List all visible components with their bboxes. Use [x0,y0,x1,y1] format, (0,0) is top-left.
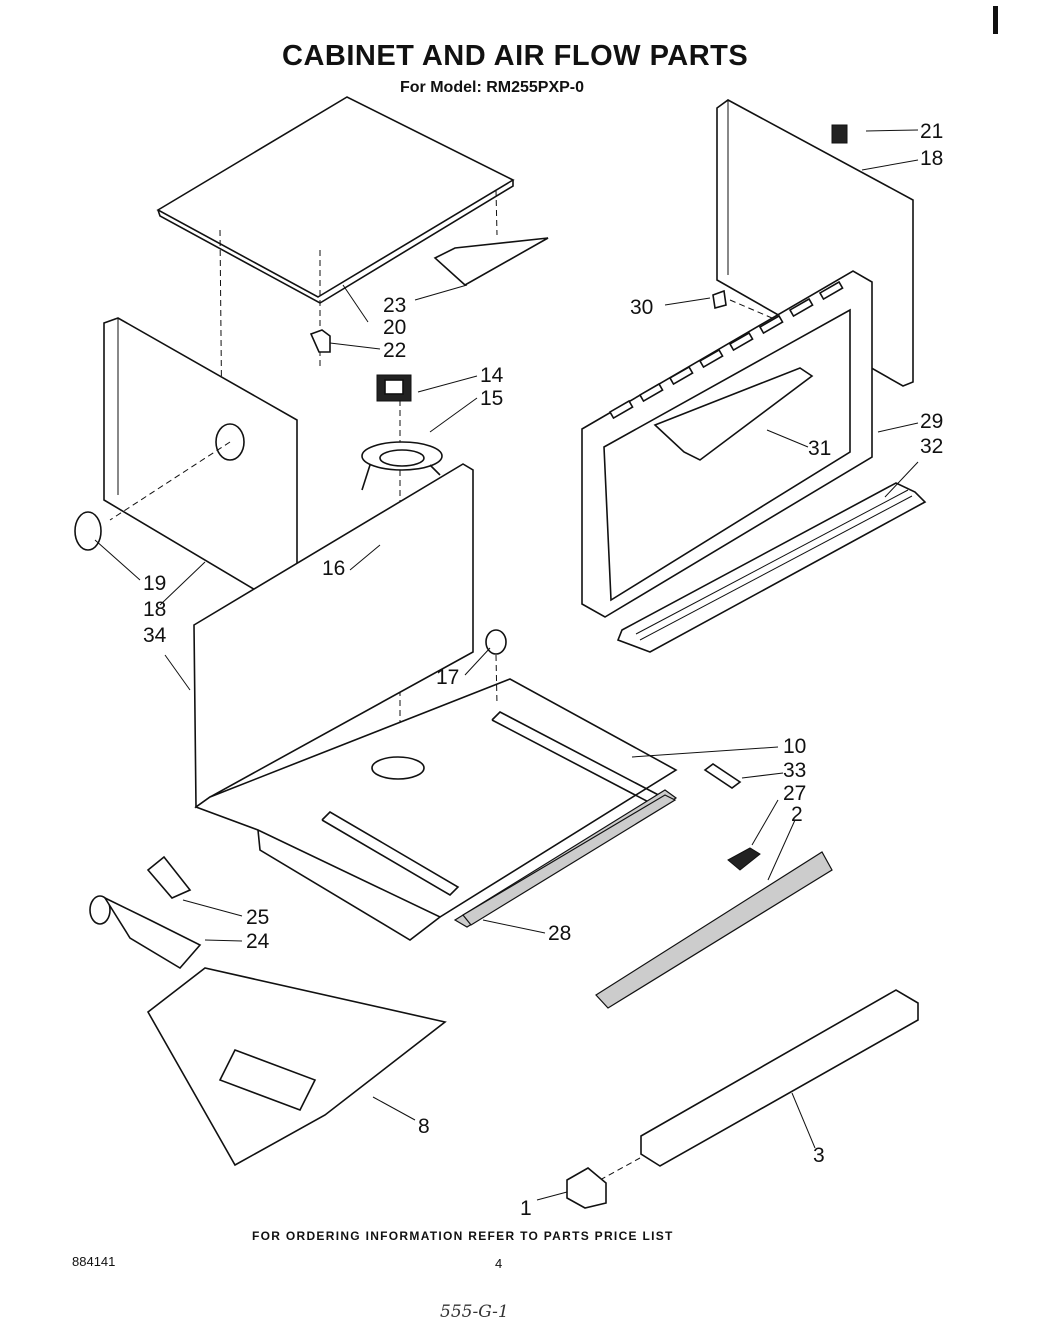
part-bracket-25 [146,855,192,899]
part-mesh-filter [595,851,833,1009]
callout-10: 10 [783,735,806,758]
model-subtitle: For Model: RM255PXP-0 [400,79,585,96]
part-clip-27 [727,847,761,871]
callout-23: 23 [383,294,406,317]
part-end-cap [566,1167,607,1209]
ordering-note: FOR ORDERING INFORMATION REFER TO PARTS … [252,1229,674,1243]
callout-21: 21 [920,120,943,143]
part-grommet [485,629,507,706]
callout-28: 28 [548,922,571,945]
part-motor-mount [361,441,443,491]
page-number: 4 [495,1256,503,1271]
callout-34: 34 [143,624,167,647]
part-plug-19 [74,511,102,551]
leader-lines [94,129,919,1201]
part-bottom-plate [146,967,447,1167]
callout-29: 29 [920,410,943,433]
part-air-baffle [653,367,814,461]
callout-17: 17 [436,666,459,689]
part-filter-28 [462,794,677,926]
part-grille-32 [616,482,927,653]
callout-14: 14 [480,364,504,387]
callout-18-back: 18 [920,147,943,170]
callout-2: 2 [791,803,803,826]
document-number: 884141 [72,1254,116,1269]
callout-30: 30 [630,296,653,319]
callout-25: 25 [246,906,269,929]
callout-24: 24 [246,930,270,953]
callout-31: 31 [808,437,831,460]
callout-8: 8 [418,1115,430,1138]
part-pin-33 [703,763,742,789]
page-title: CABINET AND AIR FLOW PARTS [282,40,749,72]
callout-18-side: 18 [143,598,166,621]
callout-20: 20 [383,316,406,339]
part-clip-21 [831,124,848,144]
callout-16: 16 [322,557,345,580]
corner-registration-mark [993,6,998,34]
callout-1: 1 [520,1197,532,1220]
callout-27: 27 [783,782,806,805]
part-left-side-panel [103,317,298,608]
callout-32: 32 [920,435,943,458]
callout-19: 19 [143,572,166,595]
callout-15: 15 [480,387,503,410]
callout-33: 33 [783,759,806,782]
callout-labels: 21 18 23 20 22 30 14 15 29 32 31 16 19 1… [143,120,943,1220]
part-trim-bar [599,989,919,1181]
callout-22: 22 [383,339,406,362]
handwritten-note: 555-G-1 [440,1302,509,1322]
callout-3: 3 [813,1144,825,1167]
part-duct-24 [89,895,202,970]
part-bracket-22 [309,329,331,353]
